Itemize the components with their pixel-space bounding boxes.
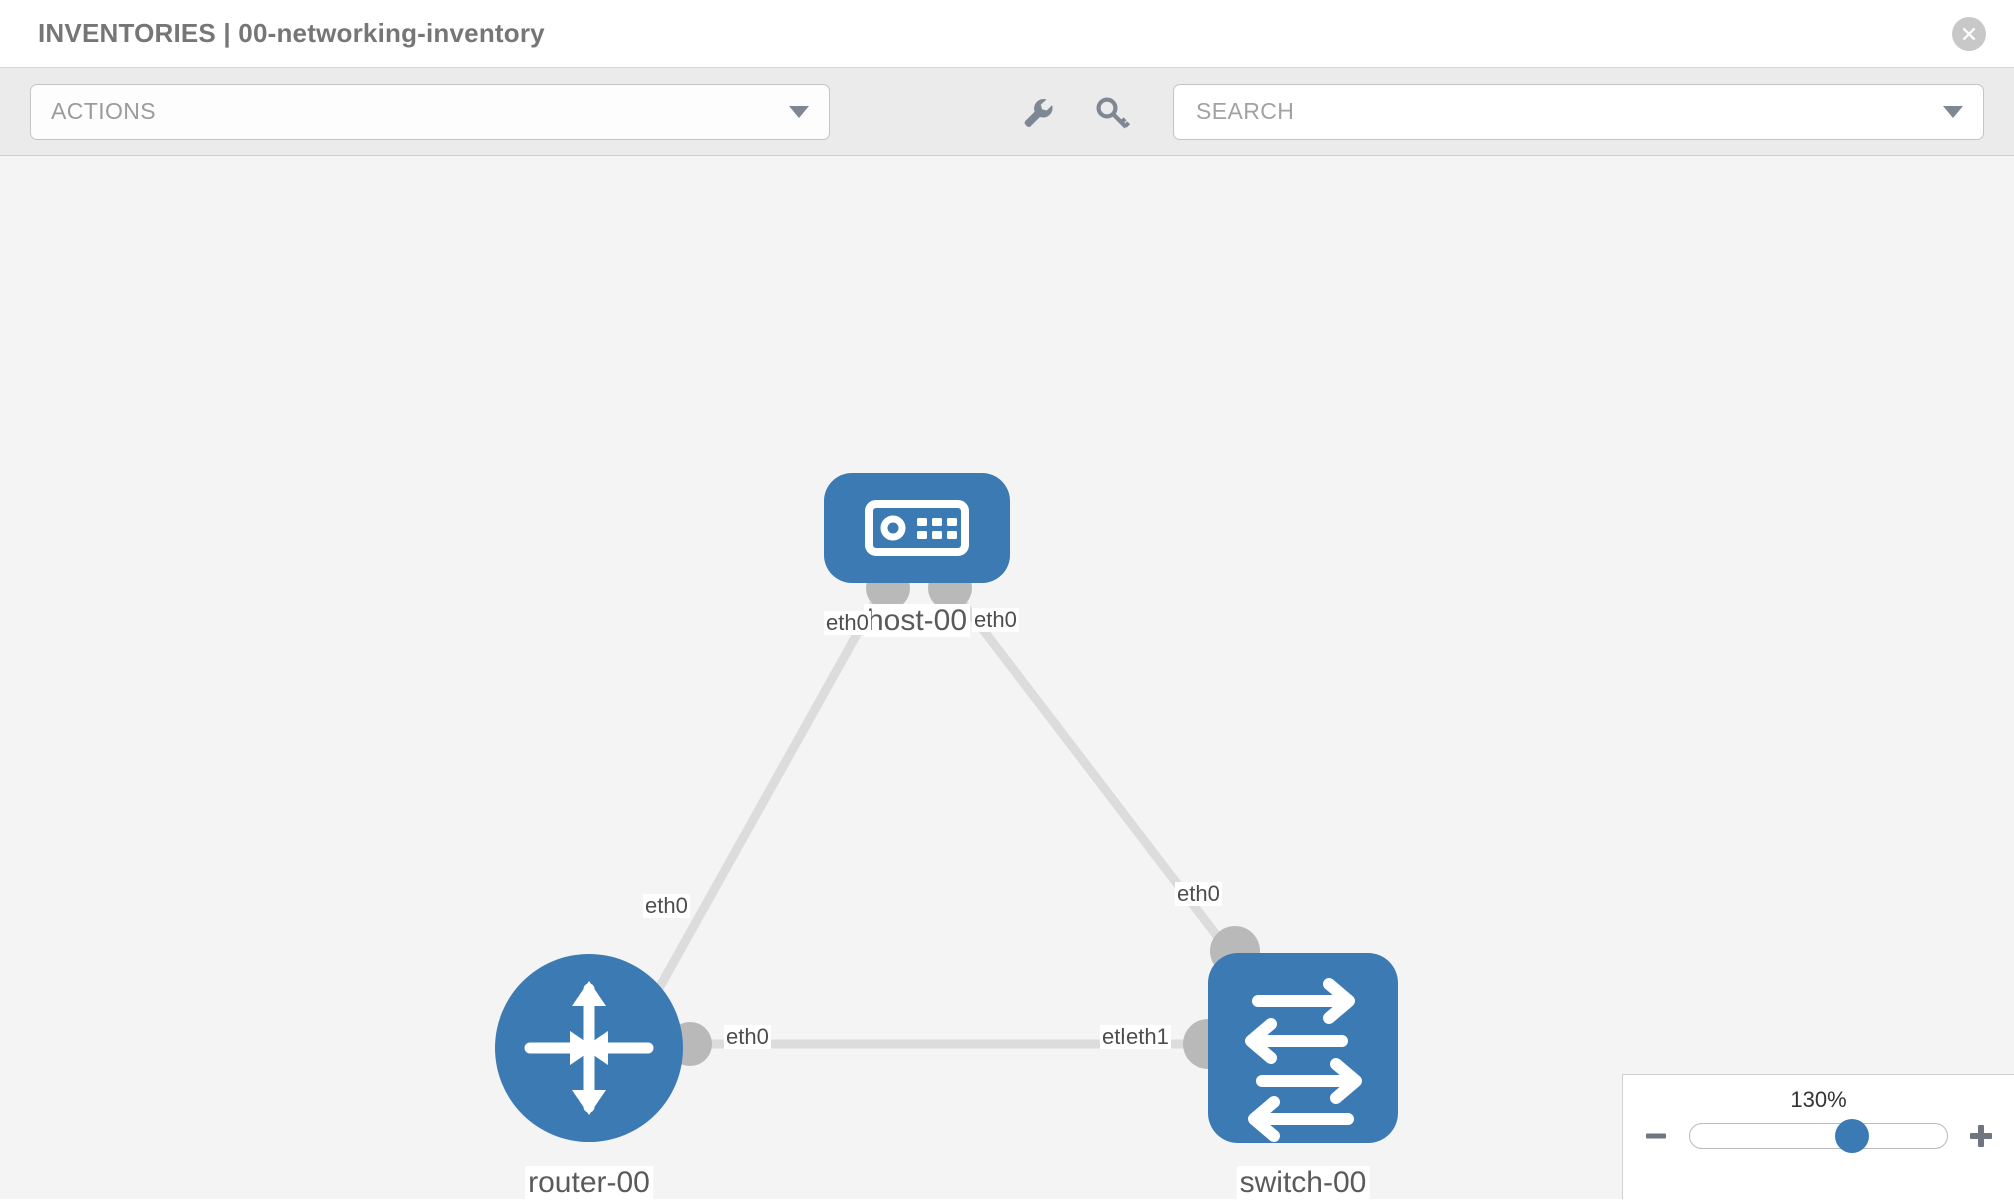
- zoom-slider-row: [1623, 1119, 2014, 1153]
- wrench-icon: [1024, 98, 1053, 127]
- zoom-out-button[interactable]: [1641, 1121, 1671, 1151]
- server-icon: [865, 500, 969, 556]
- node-router-00[interactable]: [495, 954, 683, 1142]
- toolbar-icon-group: [1015, 90, 1135, 134]
- search-input[interactable]: [1194, 97, 1963, 126]
- zoom-in-button[interactable]: [1966, 1121, 1996, 1151]
- iface-label-host00-right: eth0: [972, 607, 1019, 633]
- close-icon: [1962, 27, 1976, 40]
- zoom-slider-track[interactable]: [1689, 1119, 1948, 1153]
- zoom-level-value: 130%: [1790, 1087, 1847, 1112]
- search-chevron-down-icon[interactable]: [1943, 105, 1963, 118]
- key-button[interactable]: [1091, 90, 1135, 134]
- topology-canvas[interactable]: host-00 router-00 switch-00 eth0 eth0 et…: [0, 156, 2014, 1199]
- plus-icon: [1970, 1125, 1992, 1147]
- link-host00-switch00[interactable]: [951, 590, 1244, 969]
- key-icon: [1096, 97, 1131, 128]
- iface-label-host00-left: eth0: [824, 610, 871, 636]
- page-title: INVENTORIES | 00-networking-inventory: [38, 18, 545, 48]
- iface-label-router00-uplink: eth0: [643, 893, 690, 919]
- page-header: INVENTORIES | 00-networking-inventory: [0, 0, 2014, 68]
- switch-arrows-icon: [1245, 978, 1362, 1142]
- node-switch-00[interactable]: [1208, 953, 1398, 1143]
- node-label-host-00: host-00: [863, 604, 971, 637]
- iface-label-router00-eth0: eth0: [724, 1024, 771, 1050]
- node-label-switch-00: switch-00: [1236, 1166, 1370, 1199]
- search-field[interactable]: [1173, 83, 1984, 140]
- topology-graph: [495, 473, 1398, 1143]
- toolbar: ACTIONS: [0, 68, 2014, 156]
- router-arrows-icon: [524, 981, 654, 1115]
- zoom-slider-thumb[interactable]: [1834, 1119, 1869, 1153]
- actions-dropdown-label: ACTIONS: [51, 98, 157, 124]
- iface-label-switch00-uplink: eth0: [1175, 881, 1222, 907]
- minus-icon: [1646, 1133, 1666, 1139]
- wrench-button[interactable]: [1015, 90, 1059, 134]
- node-host-00[interactable]: [824, 473, 1010, 583]
- close-button[interactable]: [1952, 16, 1986, 51]
- actions-dropdown[interactable]: ACTIONS: [30, 83, 830, 140]
- node-label-router-00: router-00: [525, 1166, 653, 1199]
- link-group: [644, 590, 1244, 1049]
- link-host00-router00[interactable]: [644, 590, 884, 1011]
- iface-label-switch00-eth1: eth1: [1124, 1024, 1171, 1050]
- chevron-down-icon: [789, 105, 809, 118]
- zoom-control-panel: 130%: [1622, 1074, 2014, 1199]
